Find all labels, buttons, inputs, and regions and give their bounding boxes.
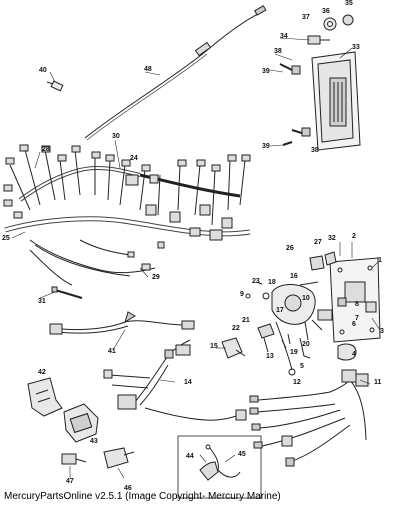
callout-43: 43 xyxy=(90,438,98,445)
sensor-15 xyxy=(221,337,246,359)
engine-wiring-harness xyxy=(3,144,251,286)
callout-48: 48 xyxy=(144,66,152,73)
callout-35: 35 xyxy=(345,0,353,7)
callout-5: 5 xyxy=(300,363,304,370)
callout-labels: 1234567891011121314151617181920212223242… xyxy=(2,0,384,492)
starter-solenoid-assembly xyxy=(245,251,381,376)
callout-17: 17 xyxy=(276,307,284,314)
callout-39: 39 xyxy=(262,68,270,75)
callout-20: 20 xyxy=(302,341,310,348)
cable-tie xyxy=(51,286,83,299)
callout-6: 6 xyxy=(352,321,356,328)
callout-30: 30 xyxy=(112,133,120,140)
callout-47: 47 xyxy=(66,478,74,485)
callout-24: 24 xyxy=(130,155,138,162)
control-module xyxy=(311,51,361,151)
bolt-grommet-set xyxy=(279,14,354,146)
callout-44: 44 xyxy=(186,453,194,460)
image-caption: MercuryPartsOnline v2.5.1 (Image Copyrig… xyxy=(4,491,281,502)
callout-37: 37 xyxy=(302,14,310,21)
callout-11: 11 xyxy=(374,379,382,386)
callout-21: 21 xyxy=(242,317,250,324)
callout-19: 19 xyxy=(290,349,298,356)
harness-11 xyxy=(249,369,369,467)
callout-33: 33 xyxy=(352,44,360,51)
callout-22: 22 xyxy=(232,325,240,332)
callout-34: 34 xyxy=(280,33,288,40)
callout-18: 18 xyxy=(268,279,276,286)
callout-32: 32 xyxy=(328,235,336,242)
callout-2: 2 xyxy=(352,233,356,240)
callout-13: 13 xyxy=(266,353,274,360)
callout-4: 4 xyxy=(352,351,356,358)
callout-14: 14 xyxy=(184,379,192,386)
callout-23: 23 xyxy=(252,278,260,285)
callout-27: 27 xyxy=(314,239,322,246)
callout-40: 40 xyxy=(39,67,47,74)
leader-lines xyxy=(11,37,381,479)
callout-25: 25 xyxy=(2,235,10,242)
callout-38: 38 xyxy=(274,48,282,55)
terminal-part xyxy=(46,80,64,92)
callout-9: 9 xyxy=(240,291,244,298)
callout-36: 36 xyxy=(322,8,330,15)
callout-26: 26 xyxy=(286,245,294,252)
callout-12: 12 xyxy=(293,379,301,386)
callout-41: 41 xyxy=(108,348,116,355)
callout-8: 8 xyxy=(355,301,359,308)
callout-29: 29 xyxy=(152,274,160,281)
callout-42: 42 xyxy=(38,369,46,376)
sensor-harness xyxy=(103,339,247,421)
long-lead-wire xyxy=(84,5,267,141)
callout-16: 16 xyxy=(290,273,298,280)
callout-3: 3 xyxy=(380,328,384,335)
callout-7: 7 xyxy=(355,315,359,322)
callout-39: 39 xyxy=(262,143,270,150)
callout-31: 31 xyxy=(38,298,46,305)
jumper-harness xyxy=(49,311,195,335)
callout-28: 28 xyxy=(42,146,50,153)
callout-45: 45 xyxy=(238,451,246,458)
connector-set xyxy=(27,377,99,443)
inset-detail xyxy=(177,435,262,499)
callout-10: 10 xyxy=(302,295,310,302)
small-connector-set xyxy=(61,447,135,469)
callout-1: 1 xyxy=(378,257,382,264)
callout-15: 15 xyxy=(210,343,218,350)
callout-46: 46 xyxy=(124,485,132,492)
callout-38: 38 xyxy=(311,147,319,154)
